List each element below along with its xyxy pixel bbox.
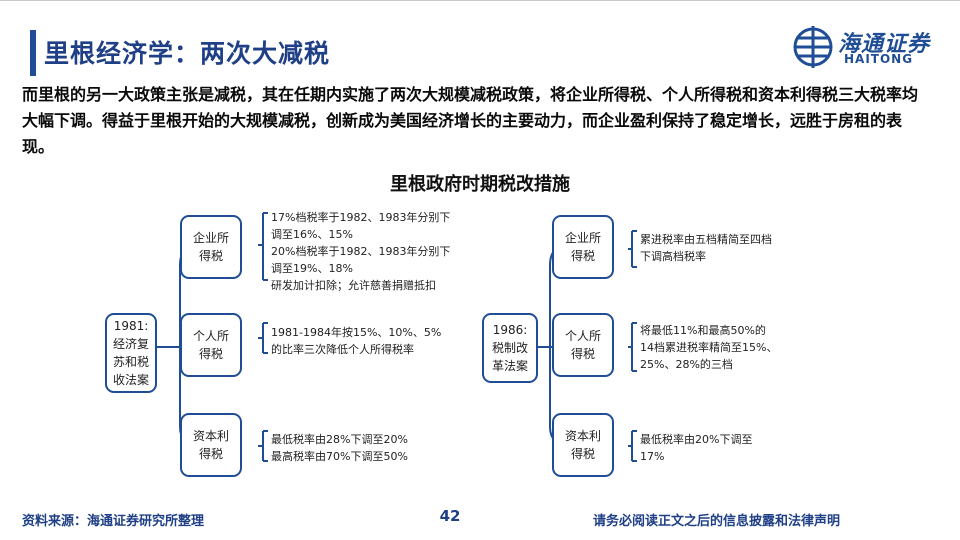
source-note: 资料来源：海通证券研究所整理	[22, 514, 205, 529]
tax-reform-diagram: 1981: 经济复 苏和税 收法案 企业所 得税 个人所 得税 资本利 得税 1…	[100, 205, 840, 490]
note-line: 将最低11%和最高50%的	[640, 324, 766, 337]
note-line: 调至19%、18%	[271, 262, 353, 275]
branch-label-line: 资本利	[564, 429, 601, 443]
page-number: 42	[439, 507, 461, 525]
note-corporate-tax-1981: 17%档税率于1982、1983年分别下 调至16%、15% 20%档税率于19…	[271, 209, 450, 294]
root-1981-act: 1981: 经济复 苏和税 收法案	[105, 313, 157, 393]
note-line: 17%	[640, 450, 665, 463]
branch-corporate-tax-1981: 企业所 得税	[180, 215, 242, 279]
branch-label-line: 企业所	[564, 231, 601, 245]
branch-label-line: 得税	[198, 447, 223, 461]
root-line: 1986:	[492, 323, 528, 337]
branch-label-line: 资本利	[192, 429, 229, 443]
note-line: 20%档税率于1982、1983年分别下	[271, 245, 451, 258]
root-line: 税制改	[491, 341, 528, 355]
note-corporate-tax-1986: 累进税率由五档精简至四档 下调高档税率	[640, 231, 772, 265]
note-line: 17%档税率于1982、1983年分别下	[271, 211, 451, 224]
note-line: 下调高档税率	[640, 250, 706, 263]
note-line: 累进税率由五档精简至四档	[640, 233, 772, 246]
haitong-emblem-icon	[793, 26, 833, 68]
note-line: 1981-1984年按15%、10%、5%	[271, 326, 442, 339]
root-line: 苏和税	[112, 355, 149, 369]
branch-capital-gains-tax-1981: 资本利 得税	[180, 413, 242, 477]
note-personal-tax-1986: 将最低11%和最高50%的 14档累进税率精简至15%、 25%、28%的三档	[640, 322, 777, 373]
branch-label-line: 个人所	[192, 329, 229, 343]
note-line: 最高税率由70%下调至50%	[271, 450, 408, 463]
logo-english-text: HAITONG	[844, 52, 914, 66]
root-line: 经济复	[112, 337, 149, 351]
title-accent-bar	[30, 30, 36, 76]
branch-label-line: 得税	[198, 347, 223, 361]
branch-label-line: 企业所	[192, 231, 229, 245]
branch-label-line: 得税	[570, 249, 595, 263]
diagram-title: 里根政府时期税改措施	[390, 174, 570, 195]
root-1986-act: 1986: 税制改 革法案	[482, 313, 538, 383]
note-line: 最低税率由20%下调至	[640, 433, 753, 446]
haitong-logo: 海通证券 HAITONG	[790, 24, 940, 70]
intro-paragraph: 而里根的另一大政策主张是减税，其在任期内实施了两次大规模减税政策，将企业所得税、…	[22, 85, 919, 156]
branch-personal-tax-1986: 个人所 得税	[552, 313, 614, 377]
top-rule	[0, 0, 960, 1]
branch-label-line: 得税	[198, 249, 223, 263]
note-personal-tax-1981: 1981-1984年按15%、10%、5% 的比率三次降低个人所得税率	[271, 324, 441, 358]
branch-capital-gains-tax-1986: 资本利 得税	[552, 413, 614, 477]
branch-corporate-tax-1986: 企业所 得税	[552, 215, 614, 279]
root-line: 1981:	[113, 319, 149, 333]
page-title: 里根经济学：两次大减税	[44, 39, 331, 68]
note-line: 的比率三次降低个人所得税率	[271, 343, 414, 356]
note-line: 最低税率由28%下调至20%	[271, 433, 408, 446]
note-capital-gains-tax-1981: 最低税率由28%下调至20% 最高税率由70%下调至50%	[271, 431, 408, 465]
branch-label-line: 个人所	[564, 329, 601, 343]
branch-label-line: 得税	[570, 347, 595, 361]
note-capital-gains-tax-1986: 最低税率由20%下调至 17%	[640, 431, 752, 465]
disclaimer-note: 请务必阅读正文之后的信息披露和法律声明	[593, 514, 841, 529]
note-line: 14档累进税率精简至15%、	[640, 341, 778, 354]
logo-chinese-text: 海通证券	[838, 32, 931, 57]
note-line: 25%、28%的三档	[640, 358, 733, 371]
root-line: 革法案	[491, 359, 528, 373]
note-line: 研发加计扣除；允许慈善捐赠抵扣	[271, 279, 436, 292]
branch-label-line: 得税	[570, 447, 595, 461]
branch-personal-tax-1981: 个人所 得税	[180, 313, 242, 377]
note-line: 调至16%、15%	[271, 228, 353, 241]
root-line: 收法案	[112, 373, 149, 387]
